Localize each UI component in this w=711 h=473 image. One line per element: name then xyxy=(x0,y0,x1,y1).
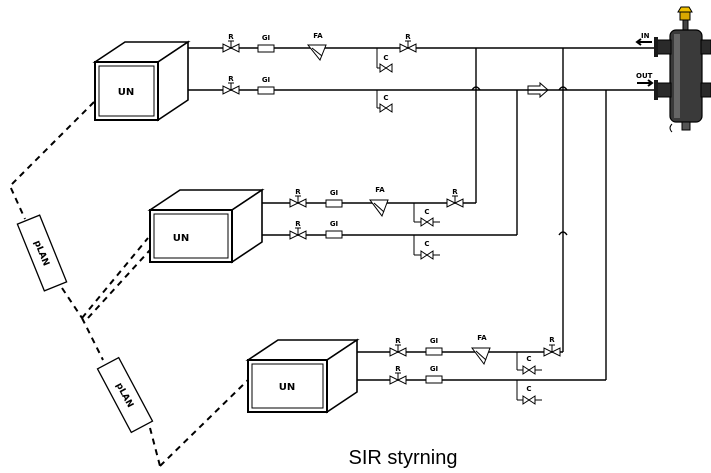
regulating-valve-icon: R xyxy=(289,188,307,208)
gauge-icon: GI xyxy=(257,76,275,95)
regulating-valve-icon: R xyxy=(222,75,240,95)
svg-text:R: R xyxy=(295,220,301,228)
check-valve-icon: C xyxy=(516,380,542,405)
in-label: IN xyxy=(641,32,650,40)
in-arrow-icon xyxy=(635,38,652,46)
svg-text:R: R xyxy=(228,33,234,41)
comm-link xyxy=(87,249,151,319)
regulating-valve-icon: R xyxy=(446,188,464,208)
svg-text:GI: GI xyxy=(330,189,338,197)
svg-text:R: R xyxy=(395,337,401,345)
svg-text:GI: GI xyxy=(430,365,438,373)
unit-label: UN xyxy=(173,233,190,244)
crossing-bump xyxy=(471,86,481,91)
regulating-valve-icon: R xyxy=(399,33,417,53)
gauge-icon: GI xyxy=(325,220,343,239)
svg-text:GI: GI xyxy=(262,76,270,84)
check-valve-icon: C xyxy=(516,352,542,375)
unit-box-1: UN xyxy=(92,40,191,122)
regulating-valve-icon: R xyxy=(222,33,240,53)
plan-controller-1: pLAN xyxy=(16,214,68,292)
svg-text:C: C xyxy=(526,355,531,363)
hydraulic-separator xyxy=(654,6,711,133)
svg-text:R: R xyxy=(549,336,555,344)
svg-text:C: C xyxy=(424,240,429,248)
gauge-icon: GI xyxy=(325,189,343,208)
svg-text:GI: GI xyxy=(262,34,270,42)
check-valve-icon: C xyxy=(413,203,440,227)
svg-text:GI: GI xyxy=(330,220,338,228)
comm-link xyxy=(149,427,161,467)
svg-text:R: R xyxy=(295,188,301,196)
check-valve-icon: C xyxy=(376,48,393,73)
gauge-icon: GI xyxy=(425,337,443,356)
gauge-icon: GI xyxy=(425,365,443,384)
svg-text:R: R xyxy=(452,188,458,196)
unit-label: UN xyxy=(118,87,135,98)
svg-text:R: R xyxy=(228,75,234,83)
regulating-valve-icon: R xyxy=(389,337,407,357)
unit-box-2: UN xyxy=(147,188,265,264)
unit-box-3: UN xyxy=(245,338,360,414)
gauge-icon: GI xyxy=(257,34,275,53)
flow-arrow-icon xyxy=(527,81,549,99)
comm-link xyxy=(8,101,95,220)
out-label: OUT xyxy=(636,72,653,80)
svg-text:C: C xyxy=(383,94,388,102)
unit-label: UN xyxy=(279,382,296,393)
svg-text:C: C xyxy=(526,385,531,393)
filter-icon: FA xyxy=(306,32,327,61)
crossing-bump xyxy=(558,231,568,236)
check-valve-icon: C xyxy=(376,90,393,113)
svg-text:GI: GI xyxy=(430,337,438,345)
check-valve-icon: C xyxy=(413,235,440,260)
svg-text:FA: FA xyxy=(375,186,385,194)
comm-link xyxy=(159,379,249,467)
out-arrow-icon xyxy=(637,79,654,87)
filter-icon: FA xyxy=(369,186,389,218)
crossing-bump xyxy=(558,86,568,91)
regulating-valve-icon: R xyxy=(543,336,561,357)
svg-text:C: C xyxy=(383,54,388,62)
svg-text:R: R xyxy=(405,33,411,41)
comm-link xyxy=(81,317,104,361)
comm-link xyxy=(81,237,149,319)
svg-text:FA: FA xyxy=(477,334,487,342)
diagram-caption: SIR styrning xyxy=(349,447,458,469)
svg-text:FA: FA xyxy=(313,32,323,40)
regulating-valve-icon: R xyxy=(289,220,307,240)
svg-text:C: C xyxy=(424,208,429,216)
plan-controller-2: pLAN xyxy=(96,356,154,434)
comm-link xyxy=(61,287,83,319)
regulating-valve-icon: R xyxy=(389,365,407,385)
svg-text:R: R xyxy=(395,365,401,373)
filter-icon: FA xyxy=(471,334,491,366)
